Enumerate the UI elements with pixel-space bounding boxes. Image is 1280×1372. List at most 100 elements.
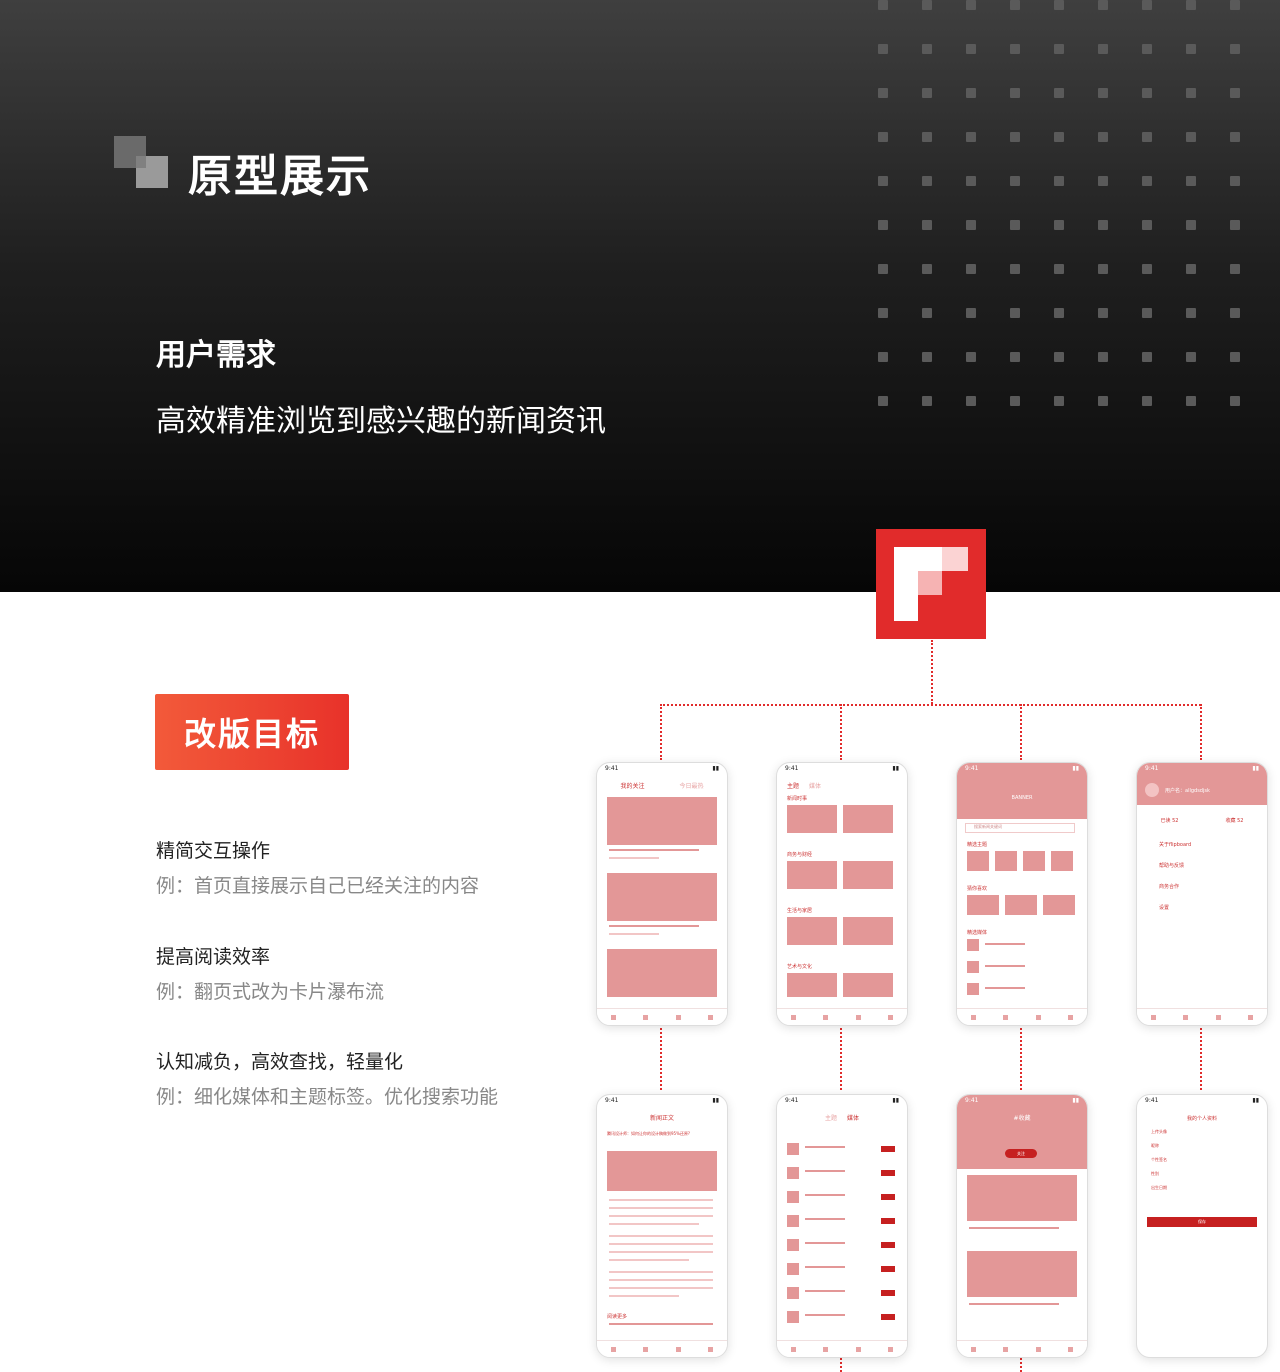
- topic-section-label: 艺术与文化: [787, 964, 813, 970]
- profile-field[interactable]: 个性签名: [1151, 1157, 1167, 1162]
- menu-item[interactable]: 商务合作: [1159, 884, 1180, 890]
- grid-dot: [922, 308, 932, 318]
- grid-dot: [966, 88, 976, 98]
- media-avatar: [787, 1143, 799, 1155]
- media-follow-button[interactable]: [881, 1146, 895, 1152]
- goal-example: 例：细化媒体和主题标签。优化搜索功能: [156, 1086, 499, 1108]
- media-follow-button[interactable]: [881, 1242, 895, 1248]
- news-card-image[interactable]: [607, 797, 717, 845]
- prototype-screen-media-list: 9:41▮▮ 主题 媒体: [776, 1094, 908, 1358]
- profile-field[interactable]: 性别: [1151, 1171, 1159, 1176]
- banner[interactable]: 9:41▮▮ BANNER: [957, 763, 1087, 819]
- media-follow-button[interactable]: [881, 1194, 895, 1200]
- topic-card[interactable]: [843, 917, 893, 945]
- topic-section-label: 商务与财经: [787, 852, 813, 858]
- media-avatar: [787, 1167, 799, 1179]
- media-name: [805, 1242, 845, 1244]
- grid-dot: [922, 176, 932, 186]
- topic-card[interactable]: [787, 861, 837, 889]
- tab-topics[interactable]: 主题: [825, 1115, 838, 1122]
- grid-dot: [1230, 132, 1240, 142]
- tab-topics[interactable]: 主题: [787, 783, 800, 790]
- topic-card[interactable]: [843, 973, 893, 997]
- menu-item[interactable]: 帮助与反馈: [1159, 863, 1185, 869]
- tag-title: #收藏: [1013, 1115, 1031, 1122]
- profile-field[interactable]: 昵称: [1151, 1143, 1159, 1148]
- user-need-text: 高效精准浏览到感兴趣的新闻资讯: [156, 404, 606, 439]
- tab-bar: [957, 1008, 1087, 1025]
- profile-field[interactable]: 上传头像: [1151, 1129, 1167, 1134]
- goal-item: 认知减负，高效查找，轻量化 例：细化媒体和主题标签。优化搜索功能: [156, 1047, 498, 1109]
- goal-item: 精简交互操作 例：首页直接展示自己已经关注的内容: [156, 836, 479, 898]
- media-follow-button[interactable]: [881, 1290, 895, 1296]
- grid-dot: [1010, 0, 1020, 10]
- grid-dot: [1010, 352, 1020, 362]
- grid-dot: [878, 0, 888, 10]
- grid-dot: [922, 44, 932, 54]
- read-count[interactable]: 已读 52: [1160, 818, 1179, 824]
- grid-dot: [878, 132, 888, 142]
- tab-following[interactable]: 我的关注: [620, 783, 645, 790]
- news-card-image[interactable]: [967, 1175, 1077, 1221]
- prototype-screen-following: 9:41▮▮ 我的关注 今日最热: [596, 762, 728, 1026]
- grid-dot: [1098, 264, 1108, 274]
- tab-bar: [957, 1340, 1087, 1357]
- read-more-label[interactable]: 阅读更多: [607, 1314, 628, 1320]
- grid-dot: [1010, 264, 1020, 274]
- grid-dot: [1010, 308, 1020, 318]
- grid-dot: [966, 352, 976, 362]
- grid-dot: [1230, 352, 1240, 362]
- grid-dot: [966, 176, 976, 186]
- grid-dot: [922, 352, 932, 362]
- grid-dot: [1010, 396, 1020, 406]
- flow-connector: [1020, 704, 1022, 760]
- grid-dot: [922, 264, 932, 274]
- topic-card[interactable]: [787, 805, 837, 833]
- topic-card[interactable]: [787, 973, 837, 997]
- grid-dot: [1186, 396, 1196, 406]
- topic-card[interactable]: [787, 917, 837, 945]
- grid-dot: [878, 44, 888, 54]
- news-card-image[interactable]: [967, 1251, 1077, 1297]
- search-input[interactable]: 搜索新闻关键词: [965, 823, 1075, 833]
- grid-dot: [1230, 308, 1240, 318]
- grid-dot: [966, 44, 976, 54]
- topic-card[interactable]: [843, 805, 893, 833]
- flow-connector: [660, 1028, 662, 1090]
- grid-dot: [1142, 264, 1152, 274]
- tab-hot[interactable]: 今日最热: [679, 783, 704, 790]
- dot-grid-decoration: [874, 0, 1280, 410]
- media-name: [805, 1194, 845, 1196]
- grid-dot: [1186, 132, 1196, 142]
- avatar[interactable]: [1145, 783, 1159, 797]
- article-image: [607, 1151, 717, 1191]
- menu-item[interactable]: 设置: [1159, 905, 1170, 911]
- follow-button[interactable]: 关注: [1005, 1149, 1037, 1158]
- grid-dot: [966, 396, 976, 406]
- grid-dot: [1098, 352, 1108, 362]
- media-avatar: [787, 1239, 799, 1251]
- flow-connector: [1020, 1358, 1022, 1372]
- save-button[interactable]: 保存: [1147, 1217, 1257, 1227]
- prototype-screen-article: 9:41▮▮ 新闻正文 腾讯设计师：如何让你的设计稿做到95%还原? 阅读更多: [596, 1094, 728, 1358]
- news-card-image[interactable]: [607, 873, 717, 921]
- tab-media[interactable]: 媒体: [808, 783, 821, 790]
- media-follow-button[interactable]: [881, 1218, 895, 1224]
- media-avatar: [787, 1215, 799, 1227]
- profile-field[interactable]: 出生日期: [1151, 1185, 1167, 1190]
- media-follow-button[interactable]: [881, 1314, 895, 1320]
- grid-dot: [1186, 176, 1196, 186]
- hero-section: 原型展示 用户需求 高效精准浏览到感兴趣的新闻资讯: [0, 0, 1280, 592]
- news-card-image[interactable]: [607, 949, 717, 997]
- favorite-count[interactable]: 收藏 52: [1225, 818, 1244, 824]
- menu-item[interactable]: 关于flipboard: [1159, 842, 1192, 848]
- status-time: 9:41: [1145, 765, 1159, 772]
- media-follow-button[interactable]: [881, 1266, 895, 1272]
- tab-media[interactable]: 媒体: [846, 1115, 859, 1122]
- grid-dot: [1142, 220, 1152, 230]
- media-follow-button[interactable]: [881, 1170, 895, 1176]
- grid-dot: [1142, 352, 1152, 362]
- section-label: 精选媒体: [967, 930, 988, 936]
- grid-dot: [1010, 88, 1020, 98]
- topic-card[interactable]: [843, 861, 893, 889]
